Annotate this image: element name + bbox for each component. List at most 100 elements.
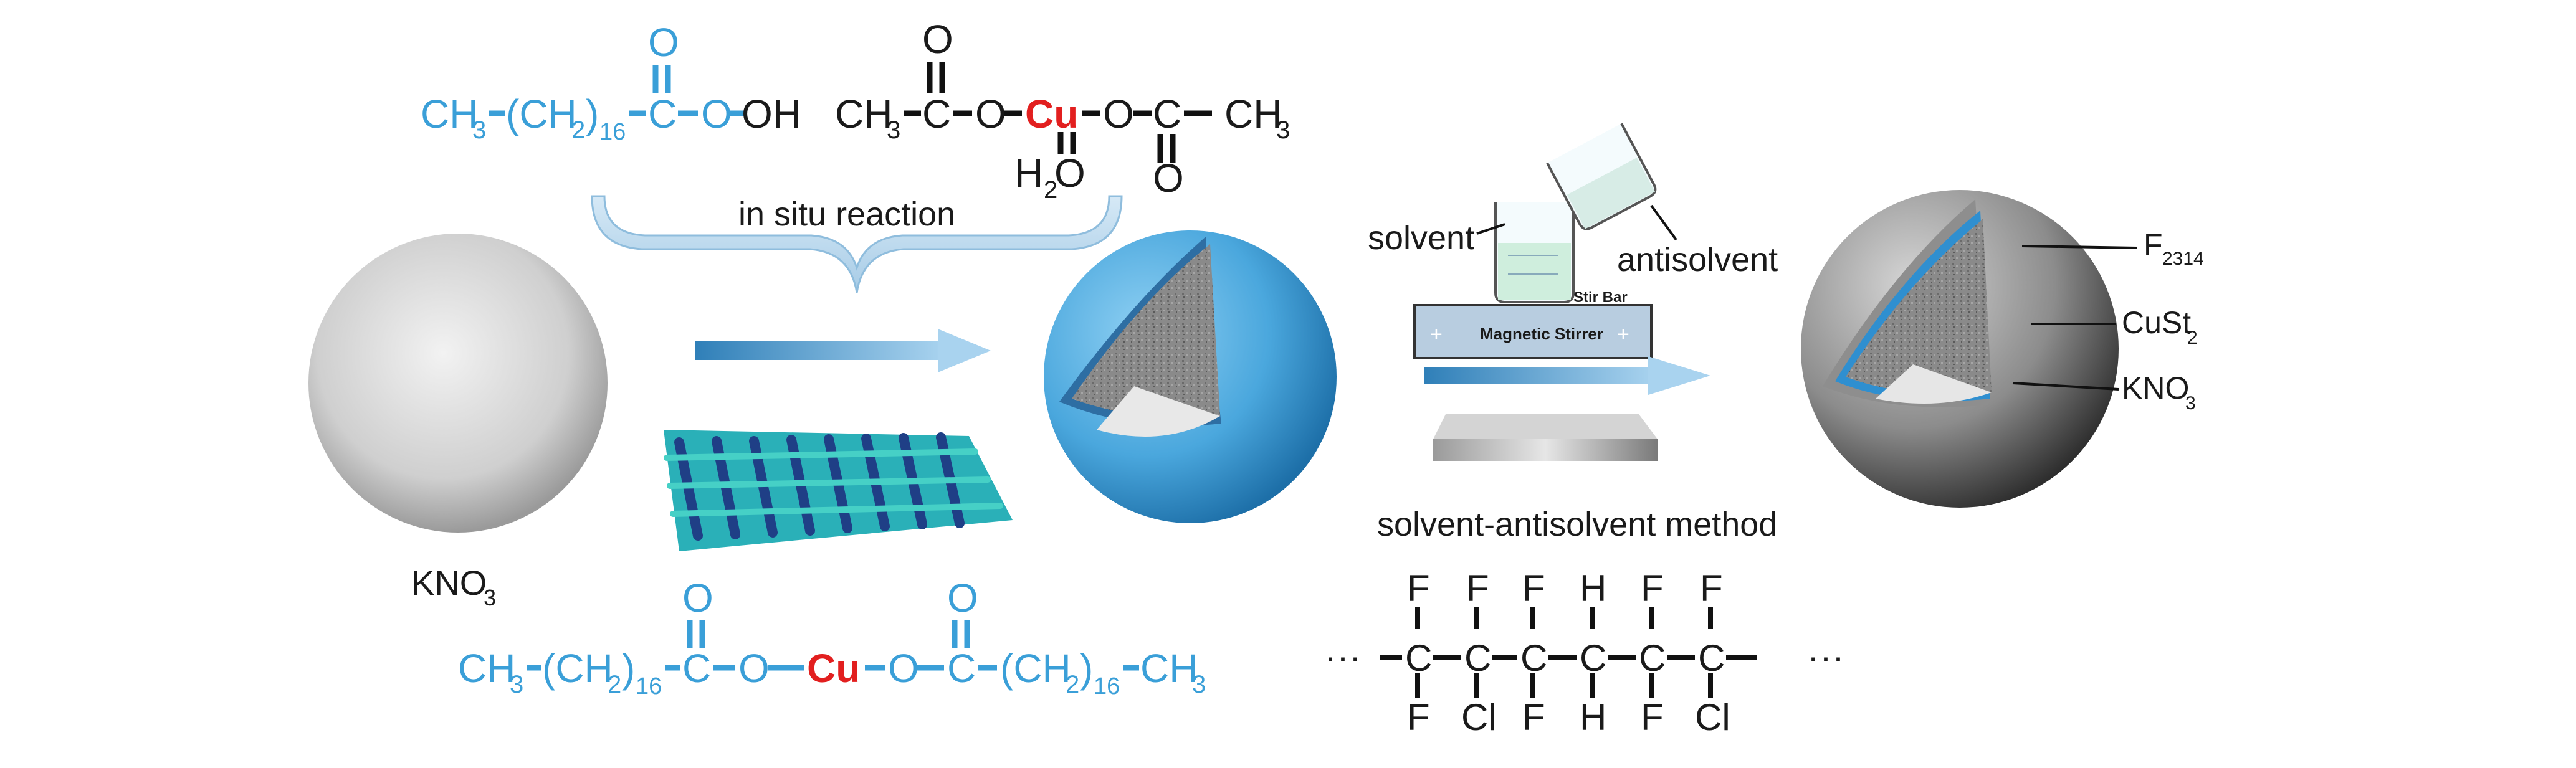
water-sub: 2 bbox=[1044, 176, 1057, 204]
water-o: O bbox=[1054, 151, 1085, 196]
kno3-particle-sphere bbox=[308, 234, 608, 533]
custearate-o-top-right: O bbox=[947, 576, 978, 620]
stearic-ch2-close: ) bbox=[586, 92, 599, 136]
stearic-oh: OH bbox=[742, 92, 801, 136]
arrow-solvent-antisolvent bbox=[1424, 356, 1710, 395]
f2314-polymer-formula: ··· ··· C C C C C C F bbox=[1324, 567, 1844, 738]
polymer-top-4: H bbox=[1580, 567, 1606, 609]
stearic-n16: 16 bbox=[599, 119, 626, 145]
custearate-ch3-right-sub: 3 bbox=[1192, 671, 1206, 698]
antisolvent-label: antisolvent bbox=[1617, 241, 1778, 278]
polymer-c2: C bbox=[1464, 637, 1491, 679]
stearic-ch2-sub: 2 bbox=[571, 116, 585, 144]
acetate-o-right: O bbox=[1103, 92, 1134, 136]
custearate-cu: Cu bbox=[807, 646, 860, 691]
antisolvent-beaker-icon bbox=[1546, 123, 1657, 230]
magnetic-stirrer-icon: Magnetic Stirrer + + bbox=[1413, 304, 1653, 359]
custearate-c-right: C bbox=[947, 646, 976, 691]
custearate-ch2-right-close: ) bbox=[1080, 646, 1093, 691]
kno3-label: KNO bbox=[411, 563, 487, 602]
polymer-c5: C bbox=[1639, 637, 1666, 679]
arrow-in-situ bbox=[695, 329, 991, 372]
stearic-carbonyl-o: O bbox=[648, 20, 679, 65]
custearate-ch2-left-sub: 2 bbox=[608, 671, 621, 698]
cust2-label: CuSt bbox=[2122, 305, 2191, 340]
polymer-bottom-5: F bbox=[1641, 696, 1664, 738]
custearate-c-left: C bbox=[682, 646, 711, 691]
custearate-n16-left: 16 bbox=[636, 673, 662, 699]
stearic-ch2: (CH bbox=[506, 92, 577, 136]
acetate-o-top: O bbox=[922, 17, 953, 62]
polymer-dots-left: ··· bbox=[1324, 636, 1362, 678]
copper-acetate-formula: CH 3 C O O Cu O C O CH 3 H 2 O bbox=[835, 17, 1290, 204]
polymer-top-2: F bbox=[1466, 567, 1489, 609]
stearic-ch3-sub: 3 bbox=[472, 116, 486, 144]
in-situ-label: in situ reaction bbox=[738, 196, 955, 233]
polymer-dots-right: ··· bbox=[1807, 636, 1844, 678]
polymer-c1: C bbox=[1405, 637, 1432, 679]
f2314-label-sub: 2314 bbox=[2162, 249, 2204, 269]
kno3-label-sub: 3 bbox=[484, 585, 496, 610]
custearate-n16-right: 16 bbox=[1094, 673, 1120, 699]
acetate-cu: Cu bbox=[1025, 92, 1078, 136]
core-double-shell-sphere: F 2314 CuSt 2 KNO 3 bbox=[1801, 190, 2204, 508]
stir-bar-label: Stir Bar bbox=[1573, 289, 1628, 306]
method-label: solvent-antisolvent method bbox=[1377, 506, 1777, 543]
custearate-ch2-left-close: ) bbox=[622, 646, 635, 691]
beaker-icon bbox=[1494, 202, 1575, 303]
polymer-c4: C bbox=[1580, 637, 1606, 679]
acetate-ch3-left: CH bbox=[835, 92, 892, 136]
acetate-c-right: C bbox=[1153, 92, 1181, 136]
svg-text:+: + bbox=[1430, 323, 1443, 346]
acetate-ch3-right: CH bbox=[1224, 92, 1282, 136]
stearic-ch3: CH bbox=[421, 92, 478, 136]
custearate-ch2-right: (CH bbox=[1000, 646, 1071, 691]
polymer-top-1: F bbox=[1407, 567, 1430, 609]
custearate-o-top-left: O bbox=[682, 576, 713, 620]
copper-stearate-formula: CH 3 (CH 2 ) 16 C O O Cu O C O (CH 2 ) 1… bbox=[458, 576, 1206, 699]
polymer-top-3: F bbox=[1522, 567, 1545, 609]
polymer-c6: C bbox=[1698, 637, 1725, 679]
water-h: H bbox=[1014, 151, 1043, 196]
svg-text:CH: CH bbox=[421, 92, 478, 136]
polymer-c3: C bbox=[1520, 637, 1547, 679]
svg-text:+: + bbox=[1617, 323, 1629, 346]
kno3-layer-label-sub: 3 bbox=[2185, 393, 2196, 414]
magnetic-stirrer-label: Magnetic Stirrer bbox=[1480, 325, 1603, 343]
acetate-c-left: C bbox=[922, 92, 951, 136]
kno3-layer-label: KNO bbox=[2122, 371, 2189, 405]
solvent-label: solvent bbox=[1368, 219, 1474, 257]
polymer-top-5: F bbox=[1641, 567, 1664, 609]
acetate-ch3-left-sub: 3 bbox=[887, 116, 900, 144]
kno3-particle: KNO 3 bbox=[308, 234, 608, 610]
polymer-bottom-2: Cl bbox=[1461, 696, 1497, 738]
acetate-ch3-right-sub: 3 bbox=[1276, 116, 1290, 144]
beaker-setup: solvent antisolvent Stir Bar Magnetic St… bbox=[1368, 123, 1778, 359]
polymer-bottom-6: Cl bbox=[1695, 696, 1730, 738]
polymer-top-6: F bbox=[1700, 567, 1723, 609]
cust2-label-sub: 2 bbox=[2187, 328, 2198, 348]
f2314-label: F bbox=[2144, 227, 2163, 262]
custearate-ch3-left-sub: 3 bbox=[510, 671, 523, 698]
kno3-core bbox=[1846, 219, 1992, 394]
polymer-bottom-3: F bbox=[1522, 696, 1545, 738]
custearate-ch3-left: CH bbox=[458, 646, 515, 691]
custearate-o-right: O bbox=[888, 646, 919, 691]
custearate-ch2-right-sub: 2 bbox=[1066, 671, 1079, 698]
custearate-ch2-left: (CH bbox=[542, 646, 613, 691]
fabric-mesh-icon bbox=[664, 430, 1013, 551]
stearic-c: C bbox=[648, 92, 677, 136]
polymer-bottom-1: F bbox=[1407, 696, 1430, 738]
custearate-ch3-right: CH bbox=[1140, 646, 1198, 691]
stearic-o: O bbox=[701, 92, 732, 136]
core-shell-sphere bbox=[1044, 230, 1337, 523]
in-situ-brace: in situ reaction bbox=[591, 195, 1123, 293]
film-slab-icon bbox=[1433, 414, 1658, 461]
custearate-o-left: O bbox=[738, 646, 770, 691]
stearic-acid-formula: CH 3 (CH 2 ) 16 C O O OH bbox=[421, 20, 801, 145]
acetate-o-left: O bbox=[975, 92, 1006, 136]
polymer-bottom-4: H bbox=[1580, 696, 1606, 738]
acetate-o-bottom: O bbox=[1153, 156, 1184, 201]
